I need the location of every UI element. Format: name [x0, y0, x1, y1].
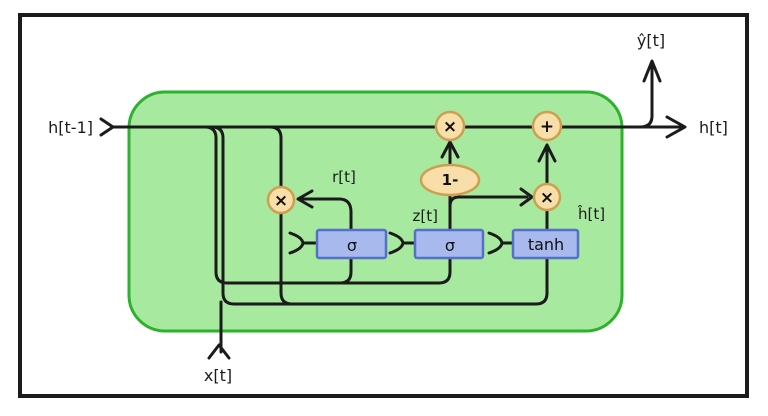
reset-gate-box	[315, 228, 388, 260]
reset-arrowhead-icon	[296, 189, 314, 209]
update-gate-label: σ	[445, 236, 455, 255]
z-gate-label: z[t]	[413, 207, 438, 225]
y-out-label: ŷ[t]	[637, 31, 665, 50]
h-out-arrowhead-icon	[665, 115, 687, 139]
h-hat-label: ĥ[t]	[577, 204, 605, 223]
concat-forks	[288, 231, 515, 255]
add-icon: +	[540, 117, 554, 137]
operator-nodes: 1- × + × ×	[266, 110, 563, 215]
one-minus-label: 1-	[442, 171, 459, 189]
candidate-multiply-icon: ×	[540, 188, 554, 208]
update-gate-box	[413, 228, 485, 260]
h-through-reset-multiply	[268, 125, 324, 306]
reset-multiply-node	[266, 185, 296, 215]
r-gate-label: r[t]	[332, 168, 356, 186]
x-in-arrowhead-icon	[207, 343, 231, 360]
candidate-gate-label: tanh	[528, 235, 564, 254]
candidate-concat-fork-icon	[487, 231, 515, 255]
forget-multiply-icon: ×	[443, 117, 457, 137]
update-concat-fork-icon	[388, 231, 417, 255]
reset-gate-output	[300, 197, 353, 285]
gate-boxes: σ σ tanh	[315, 228, 580, 260]
labels: h[t-1] h[t] ŷ[t] x[t] r[t] z[t] ĥ[t]	[48, 31, 728, 385]
one-minus-node	[419, 163, 481, 197]
gru-cell-body	[127, 90, 624, 333]
add-node	[531, 110, 563, 142]
h-prev-label: h[t-1]	[48, 118, 93, 137]
forget-multiply-node	[434, 110, 466, 142]
wires	[99, 59, 687, 360]
reset-multiply-icon: ×	[274, 191, 288, 211]
update-to-multiply-arrowhead-icon	[440, 140, 460, 159]
reset-concat-fork-icon	[288, 231, 319, 255]
y-out-arrowhead-icon	[642, 59, 662, 83]
reset-gate-label: σ	[347, 236, 357, 255]
x-rail-to-tanh	[210, 125, 549, 306]
candidate-multiply-node	[532, 182, 562, 212]
add-input-arrowhead-icon	[537, 143, 557, 163]
x-in-label: x[t]	[204, 366, 232, 385]
h-prev-arrowhead-icon	[99, 117, 115, 137]
z-arrowhead-icon	[519, 187, 534, 207]
candidate-gate-box	[511, 228, 580, 260]
y-output-branch	[638, 62, 654, 129]
h-branch-to-gates	[203, 125, 452, 285]
z-branch-to-multiply	[448, 195, 529, 208]
h-out-label: h[t]	[699, 118, 728, 137]
